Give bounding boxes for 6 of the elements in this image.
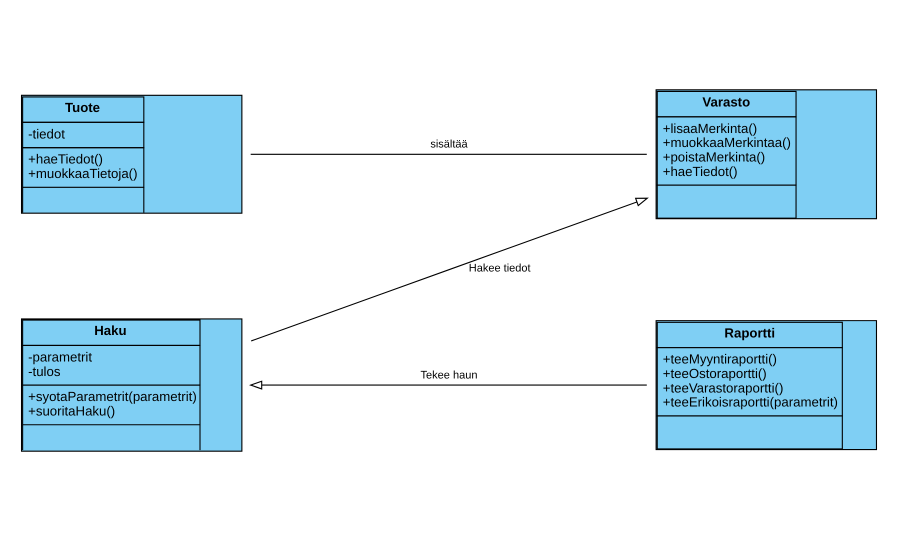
arrow bbox=[251, 198, 649, 342]
edge-label: Tekee haun bbox=[420, 369, 478, 382]
arrow bbox=[249, 380, 647, 390]
connector bbox=[250, 154, 647, 155]
edge-label: Hakee tiedot bbox=[468, 262, 531, 275]
edge-label: sisältää bbox=[430, 138, 468, 151]
